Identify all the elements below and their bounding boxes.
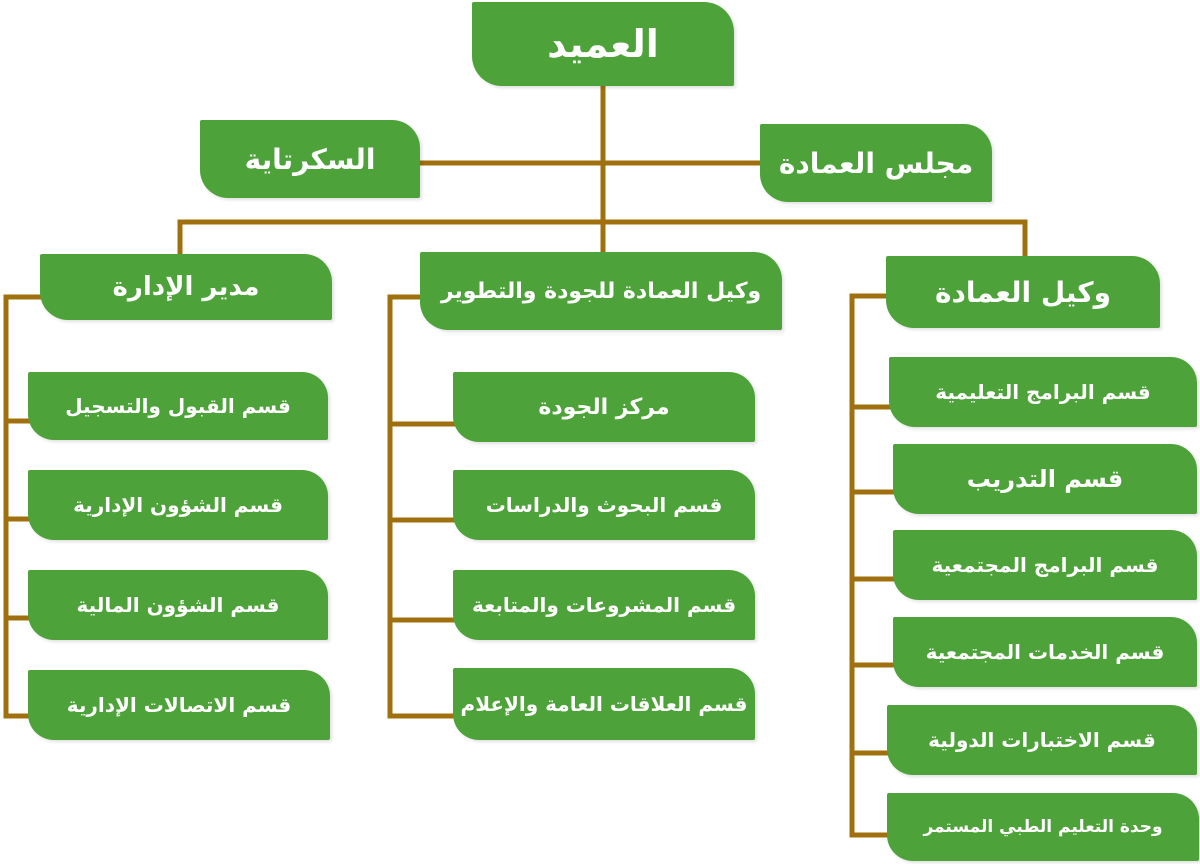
secretary-label: السكرتاية	[244, 142, 376, 176]
vice-dept-label: قسم التدريب	[966, 465, 1124, 493]
secretary-box[interactable]: السكرتاية	[200, 120, 420, 198]
quality-dept-box-public-relations[interactable]: قسم العلاقات العامة والإعلام	[453, 668, 755, 740]
quality-dept-label: قسم البحوث والدراسات	[485, 493, 723, 517]
deanship-council-box[interactable]: مجلس العمادة	[760, 124, 992, 202]
admin-dept-label: قسم القبول والتسجيل	[65, 394, 291, 418]
vice-dept-label: قسم البرامج المجتمعية	[931, 553, 1159, 577]
admin-dept-box-administrative[interactable]: قسم الشؤون الإدارية	[28, 470, 328, 540]
quality-dept-label: قسم العلاقات العامة والإعلام	[460, 692, 748, 716]
admin-dept-box-admissions[interactable]: قسم القبول والتسجيل	[28, 372, 328, 440]
admin-dept-label: قسم الاتصالات الإدارية	[66, 693, 292, 717]
admin-dept-label: قسم الشؤون الإدارية	[73, 493, 283, 517]
admin-director-label: مدير الإدارة	[112, 272, 260, 302]
vice-dept-box-educational-programs[interactable]: قسم البرامج التعليمية	[889, 357, 1197, 427]
vice-dept-box-international-exams[interactable]: قسم الاختبارات الدولية	[887, 705, 1197, 775]
deanship-council-label: مجلس العمادة	[778, 146, 974, 180]
admin-director-box[interactable]: مدير الإدارة	[40, 254, 332, 320]
quality-vice-dean-label: وكيل العمادة للجودة والتطوير	[440, 278, 762, 304]
quality-dept-label: مركز الجودة	[538, 394, 670, 420]
quality-dept-label: قسم المشروعات والمتابعة	[471, 593, 737, 617]
vice-dept-label: وحدة التعليم الطبي المستمر	[923, 817, 1163, 837]
quality-dept-box-research[interactable]: قسم البحوث والدراسات	[453, 470, 755, 540]
dean-box[interactable]: العميد	[472, 2, 734, 86]
admin-dept-box-communications[interactable]: قسم الاتصالات الإدارية	[28, 670, 330, 740]
vice-dept-box-community-services[interactable]: قسم الخدمات المجتمعية	[893, 617, 1197, 687]
vice-dept-box-community-programs[interactable]: قسم البرامج المجتمعية	[893, 530, 1197, 600]
quality-dept-box-projects[interactable]: قسم المشروعات والمتابعة	[453, 570, 755, 640]
quality-dept-box-quality-center[interactable]: مركز الجودة	[453, 372, 755, 442]
vice-dept-label: قسم البرامج التعليمية	[935, 380, 1151, 404]
admin-dept-label: قسم الشؤون المالية	[76, 593, 280, 617]
vice-dean-label: وكيل العمادة	[935, 275, 1111, 309]
vice-dept-label: قسم الاختبارات الدولية	[928, 728, 1156, 752]
vice-dept-box-medical-education[interactable]: وحدة التعليم الطبي المستمر	[887, 793, 1199, 861]
admin-dept-box-financial[interactable]: قسم الشؤون المالية	[28, 570, 328, 640]
vice-dept-box-training[interactable]: قسم التدريب	[893, 444, 1197, 514]
vice-dept-label: قسم الخدمات المجتمعية	[925, 640, 1165, 664]
dean-label: العميد	[547, 22, 659, 66]
vice-dean-box[interactable]: وكيل العمادة	[886, 256, 1160, 328]
quality-vice-dean-box[interactable]: وكيل العمادة للجودة والتطوير	[420, 252, 782, 330]
